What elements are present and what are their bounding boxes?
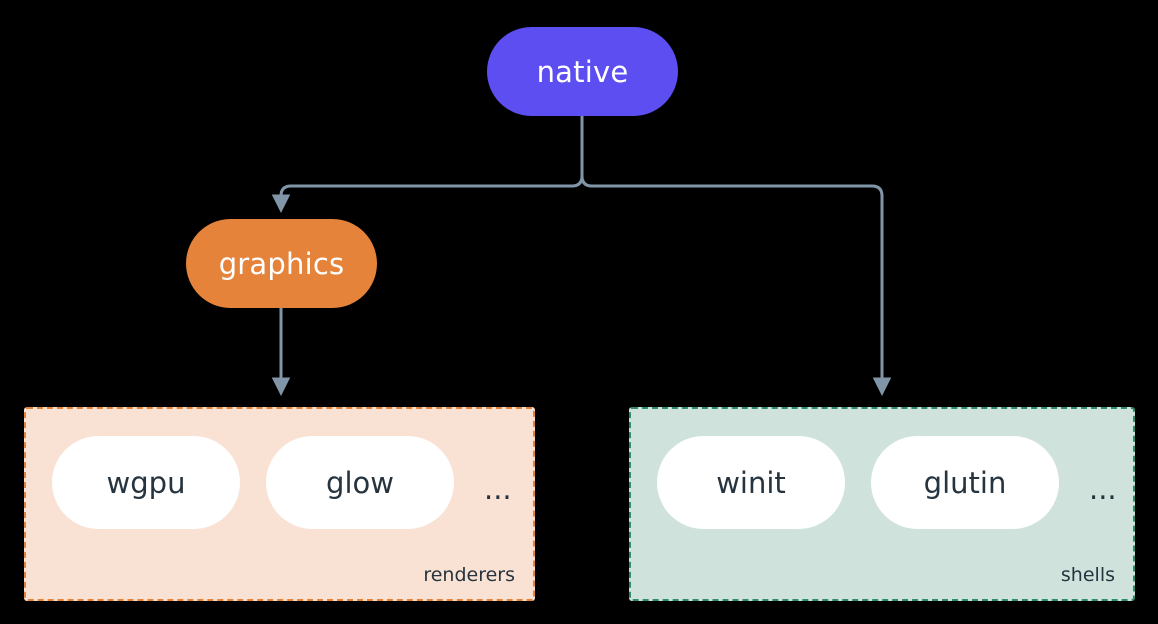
renderers-ellipsis: ... — [484, 472, 512, 506]
edge-native-to-graphics — [271, 116, 584, 214]
node-native[interactable]: native — [487, 27, 678, 116]
shells-ellipsis: ... — [1089, 472, 1117, 506]
chip-winit-label: winit — [716, 465, 786, 500]
chip-glow-label: glow — [326, 465, 394, 500]
node-graphics-label: graphics — [218, 246, 345, 281]
group-renderers-items: wgpu glow ... — [52, 436, 516, 529]
chip-glutin[interactable]: glutin — [871, 436, 1059, 529]
chip-winit[interactable]: winit — [657, 436, 845, 529]
node-graphics[interactable]: graphics — [186, 219, 377, 308]
group-shells-label: shells — [1060, 564, 1115, 586]
group-shells-items: winit glutin ... — [657, 436, 1121, 529]
chip-glow[interactable]: glow — [266, 436, 454, 529]
group-renderers: wgpu glow ... renderers — [24, 407, 535, 601]
group-shells: winit glutin ... shells — [629, 407, 1135, 601]
group-renderers-label: renderers — [423, 564, 515, 586]
node-native-label: native — [536, 54, 629, 89]
edge-native-to-shells — [580, 116, 892, 397]
chip-glutin-label: glutin — [923, 465, 1007, 500]
chip-wgpu-label: wgpu — [106, 465, 186, 500]
chip-wgpu[interactable]: wgpu — [52, 436, 240, 529]
